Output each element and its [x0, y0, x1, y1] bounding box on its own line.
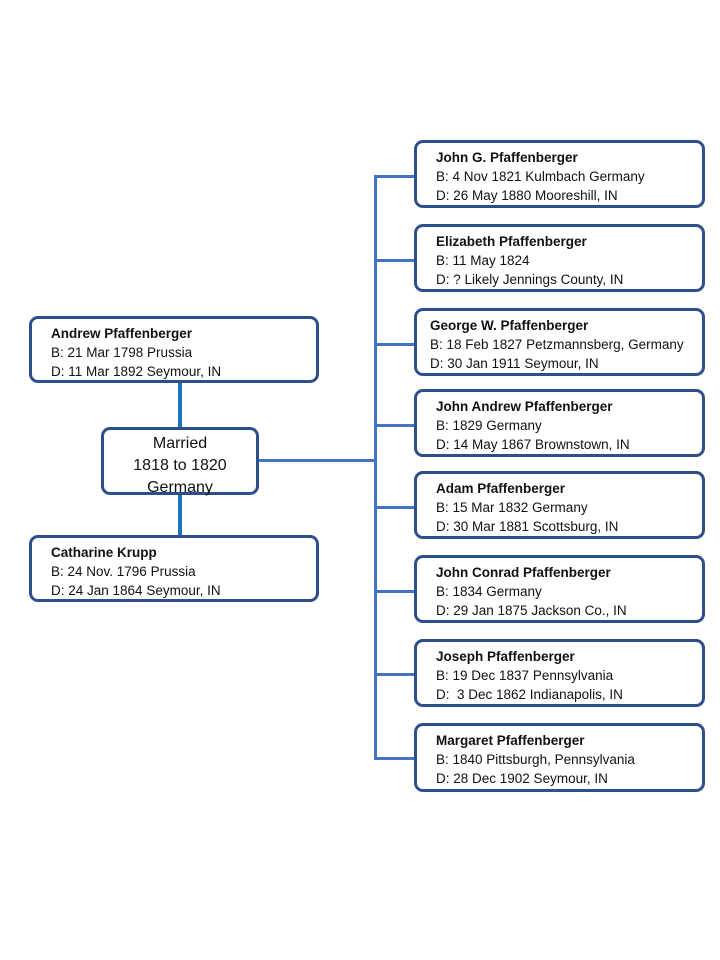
child-name: Elizabeth Pfaffenberger: [436, 234, 587, 249]
child-branch-line: [374, 175, 416, 178]
child-death: D: 30 Jan 1911 Seymour, IN: [430, 356, 599, 371]
child-death: D: ? Likely Jennings County, IN: [436, 272, 624, 287]
person-birth: B: 21 Mar 1798 Prussia: [51, 345, 193, 360]
child-birth: B: 15 Mar 1832 Germany: [436, 500, 588, 515]
child-name: Joseph Pfaffenberger: [436, 649, 575, 664]
child-birth: B: 11 May 1824: [436, 253, 530, 268]
person-box-husband: Andrew Pfaffenberger B: 21 Mar 1798 Prus…: [29, 316, 319, 383]
child-box: John G. Pfaffenberger B: 4 Nov 1821 Kulm…: [414, 140, 705, 208]
person-death: D: 11 Mar 1892 Seymour, IN: [51, 364, 222, 379]
child-branch-line: [374, 343, 416, 346]
child-branch-line: [374, 259, 416, 262]
child-branch-line: [374, 424, 416, 427]
child-name: John G. Pfaffenberger: [436, 150, 578, 165]
child-box: John Andrew Pfaffenberger B: 1829 German…: [414, 389, 705, 457]
child-name: Margaret Pfaffenberger: [436, 733, 585, 748]
marriage-years: 1818 to 1820: [133, 457, 227, 474]
marriage-label: Married: [152, 435, 208, 452]
child-birth: B: 1834 Germany: [436, 584, 542, 599]
child-death: D: 29 Jan 1875 Jackson Co., IN: [436, 603, 627, 618]
connector-husband-marriage: [178, 382, 182, 428]
connector-marriage-children: [258, 459, 376, 462]
child-death: D: 26 May 1880 Mooreshill, IN: [436, 188, 618, 203]
connector-marriage-wife: [178, 494, 182, 536]
person-death: D: 24 Jan 1864 Seymour, IN: [51, 583, 221, 598]
children-trunk-line: [374, 175, 377, 760]
child-box: Adam Pfaffenberger B: 15 Mar 1832 German…: [414, 471, 705, 539]
person-birth: B: 24 Nov. 1796 Prussia: [51, 564, 196, 579]
child-name: Adam Pfaffenberger: [436, 481, 566, 496]
child-death: D: 28 Dec 1902 Seymour, IN: [436, 771, 608, 786]
child-box: George W. Pfaffenberger B: 18 Feb 1827 P…: [414, 308, 705, 376]
marriage-box: Married 1818 to 1820 Germany: [101, 427, 259, 496]
child-branch-line: [374, 590, 416, 593]
child-branch-line: [374, 506, 416, 509]
person-box-wife: Catharine Krupp B: 24 Nov. 1796 Prussia …: [29, 535, 319, 602]
child-death: D: 14 May 1867 Brownstown, IN: [436, 437, 630, 452]
child-birth: B: 1829 Germany: [436, 418, 542, 433]
child-death: D: 3 Dec 1862 Indianapolis, IN: [436, 687, 623, 702]
child-box: Joseph Pfaffenberger B: 19 Dec 1837 Penn…: [414, 639, 705, 707]
child-birth: B: 19 Dec 1837 Pennsylvania: [436, 668, 614, 683]
child-name: John Conrad Pfaffenberger: [436, 565, 611, 580]
marriage-place: Germany: [147, 479, 213, 496]
child-name: John Andrew Pfaffenberger: [436, 399, 613, 414]
child-birth: B: 4 Nov 1821 Kulmbach Germany: [436, 169, 645, 184]
child-box: Margaret Pfaffenberger B: 1840 Pittsburg…: [414, 723, 705, 792]
child-birth: B: 18 Feb 1827 Petzmannsberg, Germany: [430, 337, 684, 352]
person-name: Andrew Pfaffenberger: [51, 326, 193, 341]
child-branch-line: [374, 673, 416, 676]
child-death: D: 30 Mar 1881 Scottsburg, IN: [436, 519, 619, 534]
person-name: Catharine Krupp: [51, 545, 157, 560]
child-birth: B: 1840 Pittsburgh, Pennsylvania: [436, 752, 635, 767]
child-name: George W. Pfaffenberger: [430, 318, 589, 333]
child-branch-line: [374, 757, 416, 760]
child-box: Elizabeth Pfaffenberger B: 11 May 1824 D…: [414, 224, 705, 292]
child-box: John Conrad Pfaffenberger B: 1834 German…: [414, 555, 705, 623]
